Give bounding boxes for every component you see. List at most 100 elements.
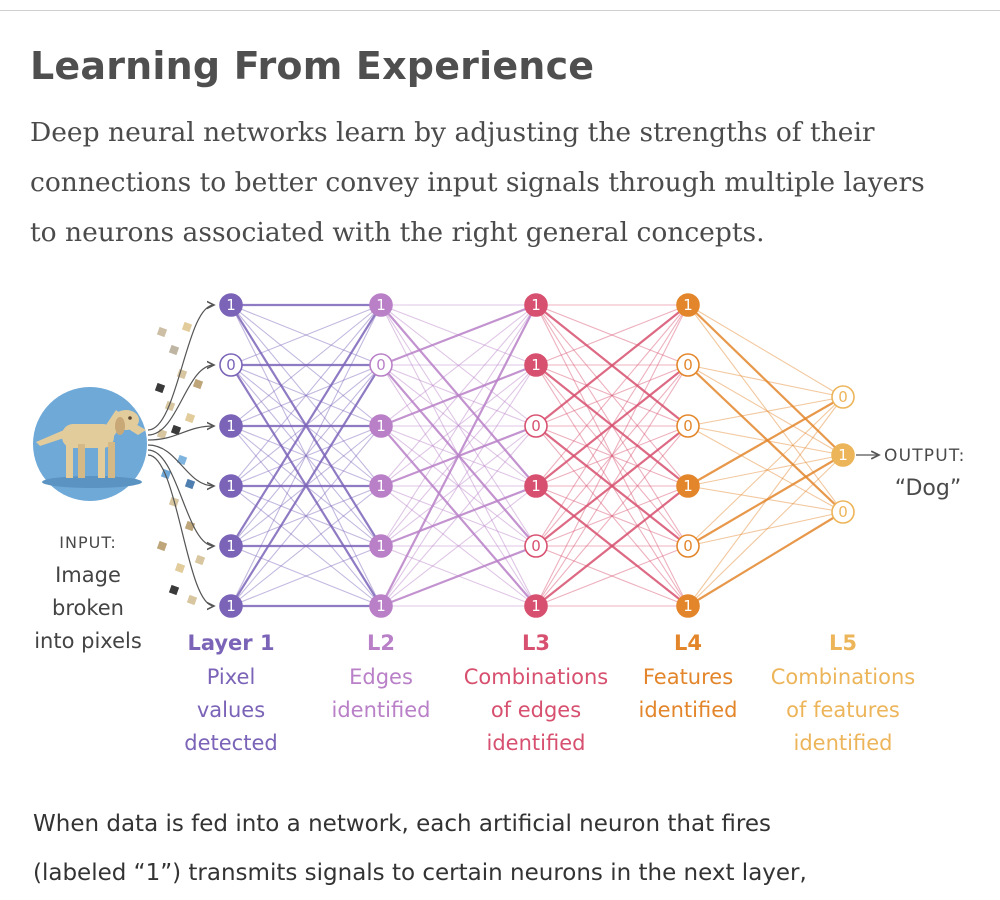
connection xyxy=(687,511,844,547)
layer-description: identified xyxy=(487,731,586,755)
connection xyxy=(535,425,689,547)
svg-text:1: 1 xyxy=(683,597,693,615)
svg-text:0: 0 xyxy=(683,356,693,374)
pixel-square xyxy=(174,562,186,574)
connection xyxy=(380,485,537,607)
neuron: 1 xyxy=(369,414,393,438)
connection xyxy=(535,485,689,607)
svg-text:1: 1 xyxy=(376,597,386,615)
neuron: 0 xyxy=(524,534,548,558)
connection xyxy=(535,304,689,427)
svg-text:0: 0 xyxy=(838,388,848,406)
svg-text:1: 1 xyxy=(531,597,541,615)
connection xyxy=(687,511,844,607)
connection xyxy=(380,425,537,607)
layer-name: L4 xyxy=(674,631,702,655)
neuron: 0 xyxy=(369,353,393,377)
connection xyxy=(535,364,689,547)
bottom-paragraph: When data is fed into a network, each ar… xyxy=(33,800,973,898)
input-label-line: broken xyxy=(52,596,124,620)
output-heading: OUTPUT: xyxy=(884,446,966,466)
connection xyxy=(230,425,382,607)
connection xyxy=(535,364,689,607)
connection xyxy=(380,544,537,608)
svg-text:1: 1 xyxy=(226,296,236,314)
connection xyxy=(230,364,382,427)
connection xyxy=(535,364,689,487)
pixel-squares xyxy=(154,321,206,606)
connection xyxy=(535,304,689,366)
connection xyxy=(535,364,689,427)
connection xyxy=(230,364,382,607)
neuron: 1 xyxy=(676,293,700,317)
svg-text:1: 1 xyxy=(531,356,541,374)
layer-description: Combinations xyxy=(464,665,608,689)
neuron: 1 xyxy=(524,594,548,618)
connection xyxy=(687,364,844,398)
neuron: 1 xyxy=(219,594,243,618)
neuron: 1 xyxy=(831,443,855,467)
connection xyxy=(380,304,537,547)
svg-text:1: 1 xyxy=(838,446,848,464)
connection xyxy=(535,425,689,487)
connection xyxy=(380,304,537,427)
svg-text:1: 1 xyxy=(226,597,236,615)
output-value: “Dog” xyxy=(895,476,961,501)
connection xyxy=(687,304,844,398)
connection xyxy=(230,304,382,487)
input-arrow xyxy=(147,444,214,486)
connection xyxy=(230,485,382,607)
connection xyxy=(687,396,844,547)
layer-description: Pixel xyxy=(207,665,256,689)
svg-text:0: 0 xyxy=(683,417,693,435)
input-label-line: into pixels xyxy=(34,629,142,653)
connection xyxy=(380,364,537,487)
input-arrow xyxy=(147,454,214,606)
pixel-square xyxy=(154,382,166,394)
connection xyxy=(380,425,537,547)
connection xyxy=(535,425,689,607)
connection xyxy=(535,304,689,607)
connection xyxy=(535,304,689,487)
layer-description: identified xyxy=(794,731,893,755)
neuron: 1 xyxy=(676,474,700,498)
layer-description: detected xyxy=(184,731,277,755)
connection xyxy=(535,425,689,487)
neuron: 1 xyxy=(676,594,700,618)
input-arrow xyxy=(147,365,214,436)
pixel-square xyxy=(192,378,204,390)
layer-name: L5 xyxy=(829,631,857,655)
svg-text:0: 0 xyxy=(531,417,541,435)
connection xyxy=(230,485,382,547)
connection xyxy=(380,303,537,367)
dog-image xyxy=(33,387,147,501)
connection xyxy=(380,425,537,547)
svg-text:1: 1 xyxy=(376,417,386,435)
layer-description: of edges xyxy=(491,698,581,722)
connection xyxy=(380,304,537,607)
pixel-square xyxy=(184,412,196,424)
neuron: 0 xyxy=(219,353,243,377)
neuron: 0 xyxy=(676,353,700,377)
pixel-square xyxy=(186,594,198,606)
neuron: 0 xyxy=(676,534,700,558)
connection xyxy=(230,545,382,607)
pixel-square xyxy=(168,584,180,596)
pixel-square xyxy=(194,554,206,566)
connection xyxy=(535,364,689,547)
connection xyxy=(535,304,689,547)
svg-text:0: 0 xyxy=(838,503,848,521)
connection xyxy=(687,454,844,607)
connection xyxy=(230,304,382,427)
neuron: 1 xyxy=(219,474,243,498)
layer-description: Edges xyxy=(349,665,413,689)
layer-description: identified xyxy=(639,698,738,722)
bottom-line-1: When data is fed into a network, each ar… xyxy=(33,811,771,837)
bottom-line-2: (labeled “1”) transmits signals to certa… xyxy=(33,860,807,886)
layer-description: identified xyxy=(332,698,431,722)
connection xyxy=(380,484,537,548)
input-arrow xyxy=(147,305,214,431)
connection xyxy=(380,363,537,428)
connection xyxy=(230,364,382,427)
